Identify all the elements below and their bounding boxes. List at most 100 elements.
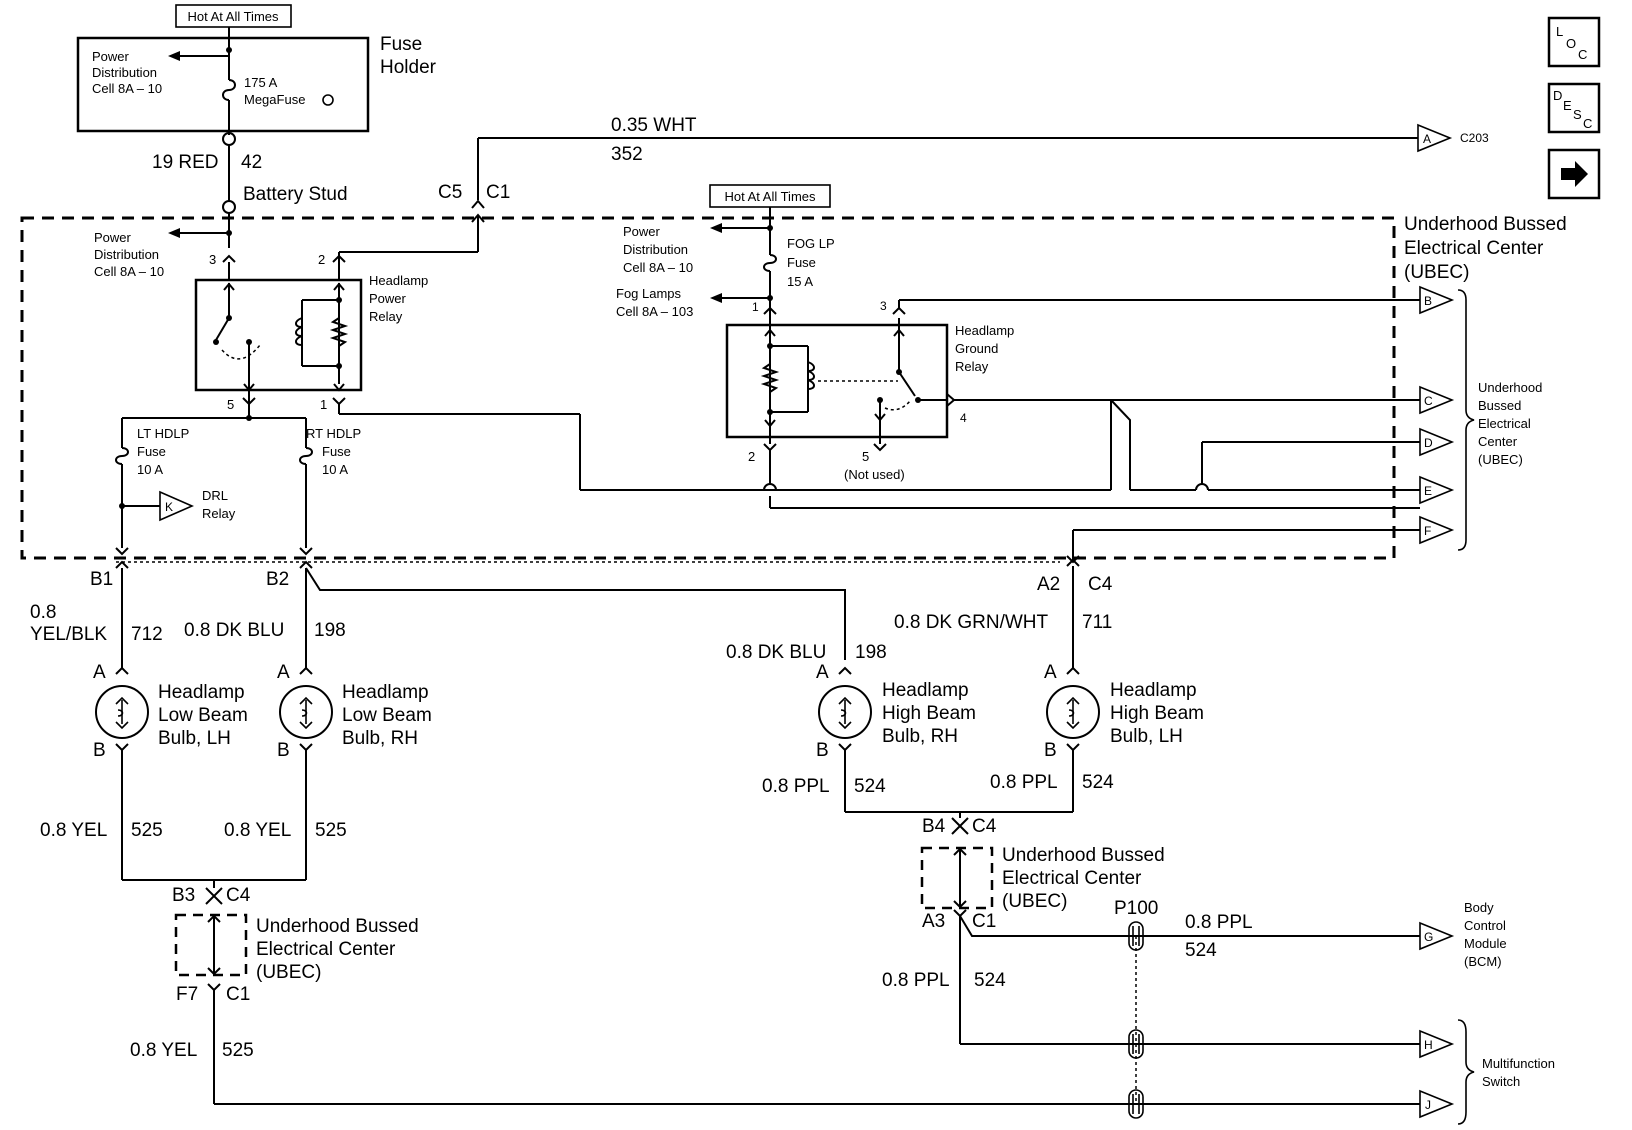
bcm-circuit-label: 524 [1185, 940, 1217, 961]
low-rh-wire: 0.8 DK BLU [184, 620, 284, 641]
connector-arrow-d-icon [1419, 427, 1455, 457]
registered-mark-icon [322, 94, 334, 106]
inline-connector-icon [1128, 1089, 1144, 1119]
h-pin-label: H [1424, 1038, 1433, 1052]
wht-circuit-label: 352 [611, 144, 643, 165]
down-circuit-label: 524 [974, 970, 1006, 991]
hb-rh-label-2: High Beam [882, 703, 976, 724]
bulb-icon [95, 685, 149, 739]
b4-label: B4 [922, 816, 946, 837]
low-lh-label-1: Headlamp [158, 682, 245, 703]
ubec-title-2: Electrical Center [1404, 238, 1544, 259]
ubec-side-label-2: Bussed [1478, 398, 1521, 413]
hb-c1-label: C1 [972, 911, 996, 932]
low-lh-wire-2: YEL/BLK [30, 624, 107, 645]
resistor-icon [760, 363, 780, 393]
hb-lh-pin-b: B [1044, 740, 1057, 761]
next-button-frame[interactable] [1547, 148, 1601, 200]
battery-stud-label: Battery Stud [243, 184, 348, 205]
relay-pin-5: 5 [227, 397, 234, 412]
battery-wire-label: 19 RED [152, 152, 219, 173]
inline-connector-icon [1128, 921, 1144, 951]
ubec-small-box [174, 913, 248, 977]
fog-lamps-label-1: Fog Lamps [616, 286, 682, 301]
hb-rh-pin-b: B [816, 740, 829, 761]
relay-switch-icon [215, 317, 230, 341]
rt-fuse-label-1: RT HDLP [306, 426, 361, 441]
hb-lh-pin-a: A [1044, 662, 1057, 683]
mfs-label-1: Multifunction [1482, 1056, 1555, 1071]
high-beam-section: A2 C4 0.8 DK GRN/WHT 711 0.8 DK BLU 198 … [726, 558, 1555, 1125]
fuse-holder-label-2: Holder [380, 57, 437, 78]
c1-label: C1 [486, 182, 510, 203]
loc-button-frame[interactable] [1547, 16, 1601, 68]
lt-fuse-label-1: LT HDLP [137, 426, 189, 441]
next-page-button[interactable] [1547, 148, 1601, 200]
pd-label-1: Power [92, 49, 130, 64]
ground-relay-label-2: Ground [955, 341, 998, 356]
hb-rh-wire: 0.8 DK BLU [726, 642, 826, 663]
connector-arrow-h-icon [1419, 1029, 1455, 1059]
low-lh-pin-b: B [93, 740, 106, 761]
hot-at-all-times-label: Hot At All Times [187, 9, 279, 24]
loc-letter-2: O [1566, 36, 1576, 51]
low-lh-wire-1: 0.8 [30, 602, 56, 623]
ubec-pd-label-2: Distribution [94, 247, 159, 262]
desc-letter-2: E [1563, 98, 1572, 113]
gr-pin-2: 2 [748, 449, 755, 464]
low-rh-label-2: Low Beam [342, 705, 432, 726]
hot-at-all-times-label-2: Hot At All Times [724, 189, 816, 204]
conn-d-label: D [1424, 436, 1433, 450]
connector-arrow-k-icon [159, 490, 194, 522]
ubec-pd-label-1: Power [94, 230, 132, 245]
ubec-side-label-1: Underhood [1478, 380, 1542, 395]
power-relay-label-1: Headlamp [369, 273, 428, 288]
fog-fuse-label-1: FOG LP [787, 236, 835, 251]
megafuse-label-1: 175 A [244, 75, 278, 90]
b3-label: B3 [172, 885, 195, 906]
desc-letter-3: S [1573, 107, 1582, 122]
hb-c4b-label: C4 [972, 816, 997, 837]
inline-connector-icon [1128, 1029, 1144, 1059]
power-relay-label-3: Relay [369, 309, 403, 324]
connector-b3-c4-icon [205, 887, 223, 905]
bulb-icon [818, 685, 872, 739]
connector-arrow-g-icon [1419, 921, 1455, 951]
conn-c-label: C [1424, 394, 1433, 408]
headlamp-ground-relay: Hot At All Times Power Distribution Cell… [616, 184, 1420, 509]
ubec-title-3: (UBEC) [1404, 262, 1469, 283]
loc-button[interactable]: L O C [1547, 16, 1601, 68]
fuse-holder-box [76, 36, 370, 133]
pd2-label-2: Distribution [623, 242, 688, 257]
relay-switch-icon [898, 371, 916, 397]
desc-button[interactable]: D E S C [1547, 82, 1601, 134]
desc-button-frame[interactable] [1547, 82, 1601, 134]
low-ubec-label-2: Electrical Center [256, 939, 396, 960]
brace-icon [1457, 289, 1475, 551]
hb-lh-wire: 0.8 DK GRN/WHT [894, 612, 1049, 633]
arrow-left-icon [710, 293, 722, 303]
arrow-left-icon [168, 51, 180, 61]
wht-352-circuit: C5 C1 0.35 WHT 352 A C203 [338, 115, 1489, 268]
hb-rh-ppl-wire: 0.8 PPL [762, 776, 830, 797]
low-beam-section: B1 B2 0.8 YEL/BLK 712 0.8 DK BLU 198 A B… [30, 547, 1420, 1105]
low-lh-yel-wire: 0.8 YEL [40, 820, 107, 841]
desc-letter-4: C [1583, 116, 1592, 131]
a2-label: A2 [1037, 574, 1060, 595]
loc-letter-1: L [1556, 24, 1563, 39]
c4-label: C4 [226, 885, 251, 906]
low-ubec-label-3: (UBEC) [256, 962, 321, 983]
connector-arrow-c-icon [1419, 385, 1455, 415]
hb-lh-ppl-wire: 0.8 PPL [990, 772, 1058, 793]
hdlp-fuses: LT HDLP Fuse 10 A RT HDLP Fuse 10 A K DR… [115, 418, 361, 548]
megafuse-label-2: MegaFuse [244, 92, 305, 107]
not-used-label: (Not used) [844, 467, 905, 482]
gr-pin-5: 5 [862, 449, 869, 464]
arrow-left-icon [710, 223, 722, 233]
bcm-label-1: Body [1464, 900, 1494, 915]
ubec-side-label-5: (UBEC) [1478, 452, 1523, 467]
connector-b4-c4-icon [951, 817, 969, 835]
low-rh-circuit: 198 [314, 620, 346, 641]
relay-pin-2: 2 [318, 252, 325, 267]
